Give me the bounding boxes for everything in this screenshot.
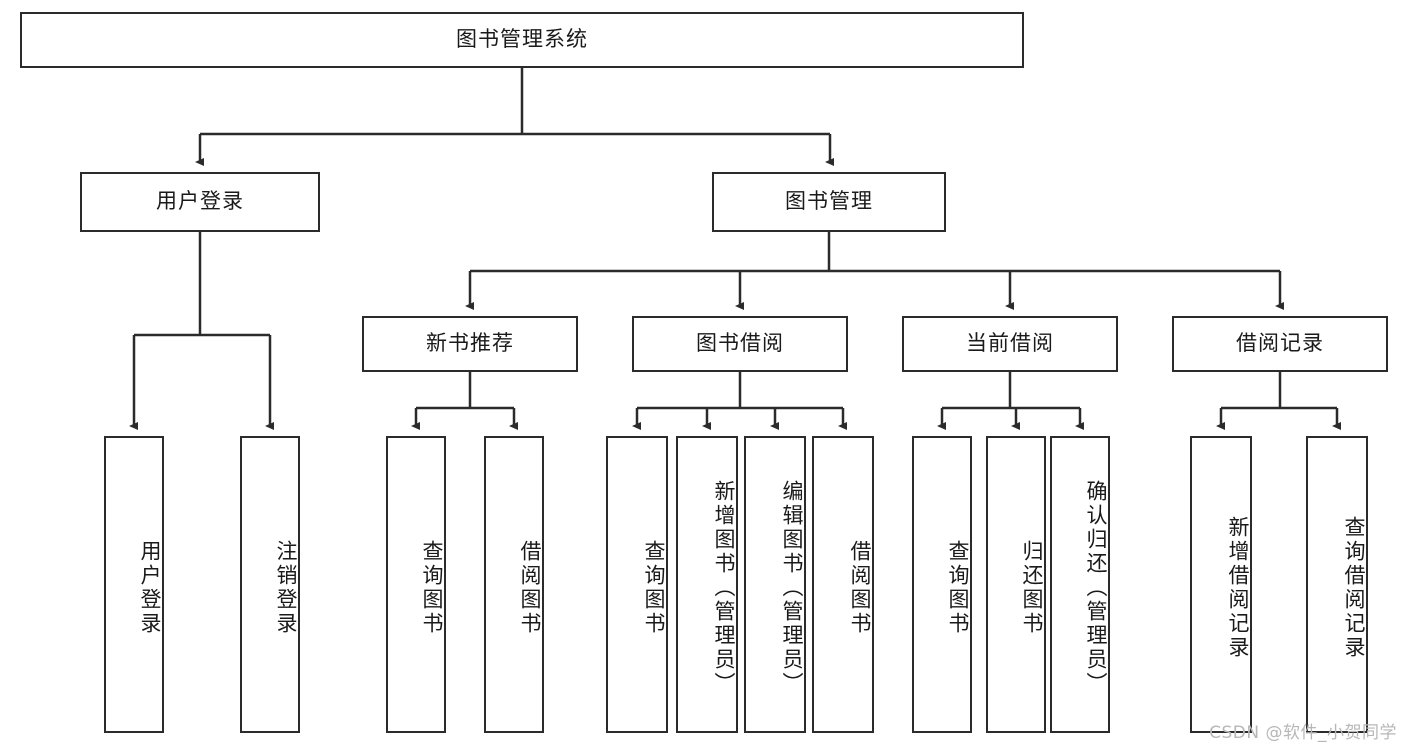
node-current-borrow[interactable]: 当前借阅 xyxy=(902,316,1118,372)
leaf-logout[interactable]: 注销登录 xyxy=(240,436,300,733)
leaf-label: 借阅图书 xyxy=(518,539,542,636)
node-new-book-recommend[interactable]: 新书推荐 xyxy=(362,316,578,372)
leaf-label: 查询图书 xyxy=(946,539,970,636)
leaf-label: 注销登录 xyxy=(274,539,298,636)
node-book-borrow[interactable]: 图书借阅 xyxy=(632,316,848,372)
leaf-label: 确认归还（管理员） xyxy=(1084,479,1108,696)
leaf-label: 编辑图书（管理员） xyxy=(780,479,804,696)
leaf-label: 归还图书 xyxy=(1020,539,1044,636)
leaf-query-borrow-record[interactable]: 查询借阅记录 xyxy=(1306,436,1368,733)
node-root[interactable]: 图书管理系统 xyxy=(20,12,1024,68)
node-borrow-record[interactable]: 借阅记录 xyxy=(1172,316,1388,372)
leaf-query-book[interactable]: 查询图书 xyxy=(606,436,668,733)
leaf-query-book-recommend[interactable]: 查询图书 xyxy=(386,436,446,733)
leaf-label: 查询图书 xyxy=(642,539,666,636)
node-book-manage[interactable]: 图书管理 xyxy=(712,172,946,232)
leaf-label: 查询图书 xyxy=(420,539,444,636)
leaf-edit-book-admin[interactable]: 编辑图书（管理员） xyxy=(744,436,806,733)
leaf-confirm-return-admin[interactable]: 确认归还（管理员） xyxy=(1050,436,1110,733)
leaf-borrow-book[interactable]: 借阅图书 xyxy=(812,436,874,733)
leaf-label: 借阅图书 xyxy=(848,539,872,636)
csdn-watermark: CSDN @软件_小贺同学 xyxy=(1209,723,1397,743)
leaf-borrow-book-recommend[interactable]: 借阅图书 xyxy=(484,436,544,733)
leaf-label: 用户登录 xyxy=(138,539,162,636)
leaf-query-book-current[interactable]: 查询图书 xyxy=(912,436,972,733)
leaf-add-book-admin[interactable]: 新增图书（管理员） xyxy=(676,436,738,733)
leaf-label: 新增图书（管理员） xyxy=(712,479,736,696)
leaf-add-borrow-record[interactable]: 新增借阅记录 xyxy=(1190,436,1252,733)
leaf-user-login[interactable]: 用户登录 xyxy=(104,436,164,733)
node-user-login[interactable]: 用户登录 xyxy=(80,172,320,232)
leaf-return-book[interactable]: 归还图书 xyxy=(986,436,1046,733)
leaf-label: 新增借阅记录 xyxy=(1226,515,1250,660)
leaf-label: 查询借阅记录 xyxy=(1342,515,1366,660)
